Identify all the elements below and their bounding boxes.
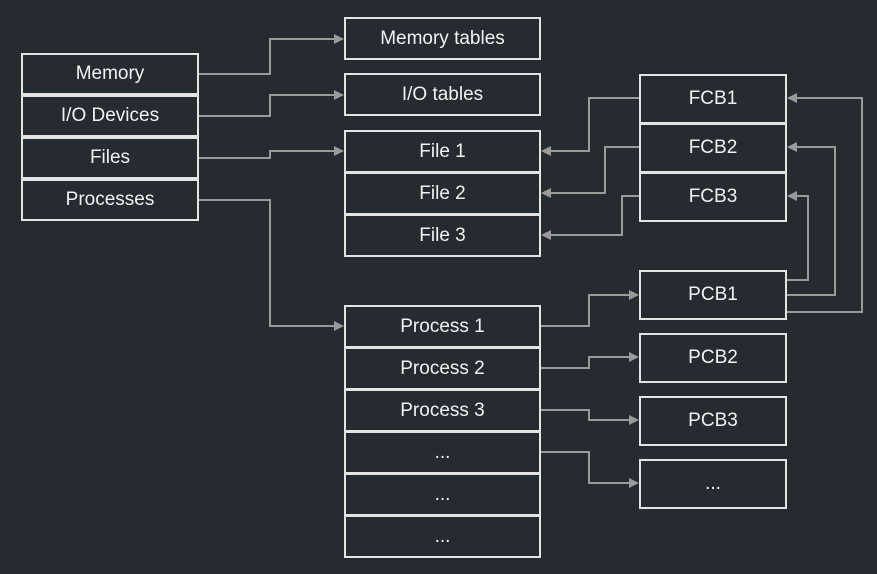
connector-files-to-file1 (199, 150, 336, 159)
arrowhead-file2 (541, 188, 551, 198)
resource-memory: Memory (21, 53, 199, 95)
connector-fcb3-to-file3 (551, 195, 639, 236)
file-3: File 3 (344, 214, 541, 257)
resource-files: Files (21, 137, 199, 179)
connector-process-more-to-pcb-more (541, 451, 629, 484)
connector-io-to-io-tables (199, 94, 336, 117)
connector-process3-to-pcb3 (541, 409, 629, 421)
arrowhead-fcb2 (787, 142, 797, 152)
arrowhead-fcb3 (787, 191, 797, 201)
arrowhead-pcb1 (629, 290, 639, 300)
connector-fcb1-to-file1 (551, 97, 639, 152)
connector-processes-to-process1 (199, 199, 336, 327)
connector-memory-to-memory-tables (199, 38, 336, 75)
fcb-1: FCB1 (639, 74, 787, 124)
file-2: File 2 (344, 172, 541, 215)
connector-pcb1-to-fcb2 (787, 146, 836, 296)
arrowhead-memory-tables (334, 34, 344, 44)
process-1: Process 1 (344, 305, 541, 348)
fcb-2: FCB2 (639, 123, 787, 173)
process-more-3: ... (344, 515, 541, 558)
process-more-1: ... (344, 431, 541, 474)
process-3: Process 3 (344, 389, 541, 432)
connector-pcb1-to-fcb3 (787, 195, 809, 281)
pcb-more: ... (639, 459, 787, 509)
pcb-3: PCB3 (639, 396, 787, 446)
process-2: Process 2 (344, 347, 541, 390)
connector-process1-to-pcb1 (541, 294, 629, 327)
process-more-2: ... (344, 473, 541, 516)
arrowhead-fcb1 (787, 93, 797, 103)
arrowhead-file1-from-fcb1 (541, 146, 551, 156)
memory-tables-box: Memory tables (344, 17, 541, 60)
fcb-3: FCB3 (639, 172, 787, 222)
pcb-2: PCB2 (639, 333, 787, 383)
file-1: File 1 (344, 130, 541, 173)
resource-io-devices: I/O Devices (21, 95, 199, 137)
arrowhead-io-tables (334, 90, 344, 100)
pcb-1: PCB1 (639, 270, 787, 320)
connector-pcb1-to-fcb1 (787, 97, 863, 313)
resource-processes: Processes (21, 179, 199, 221)
arrowhead-pcb-more (629, 478, 639, 488)
arrowhead-file3 (541, 230, 551, 240)
arrowhead-process1 (334, 321, 344, 331)
arrowhead-pcb2 (629, 352, 639, 362)
connector-fcb2-to-file2 (551, 146, 639, 194)
arrowhead-file1-from-files (334, 146, 344, 156)
arrowhead-pcb3 (629, 415, 639, 425)
io-tables-box: I/O tables (344, 73, 541, 116)
connector-process2-to-pcb2 (541, 356, 629, 369)
